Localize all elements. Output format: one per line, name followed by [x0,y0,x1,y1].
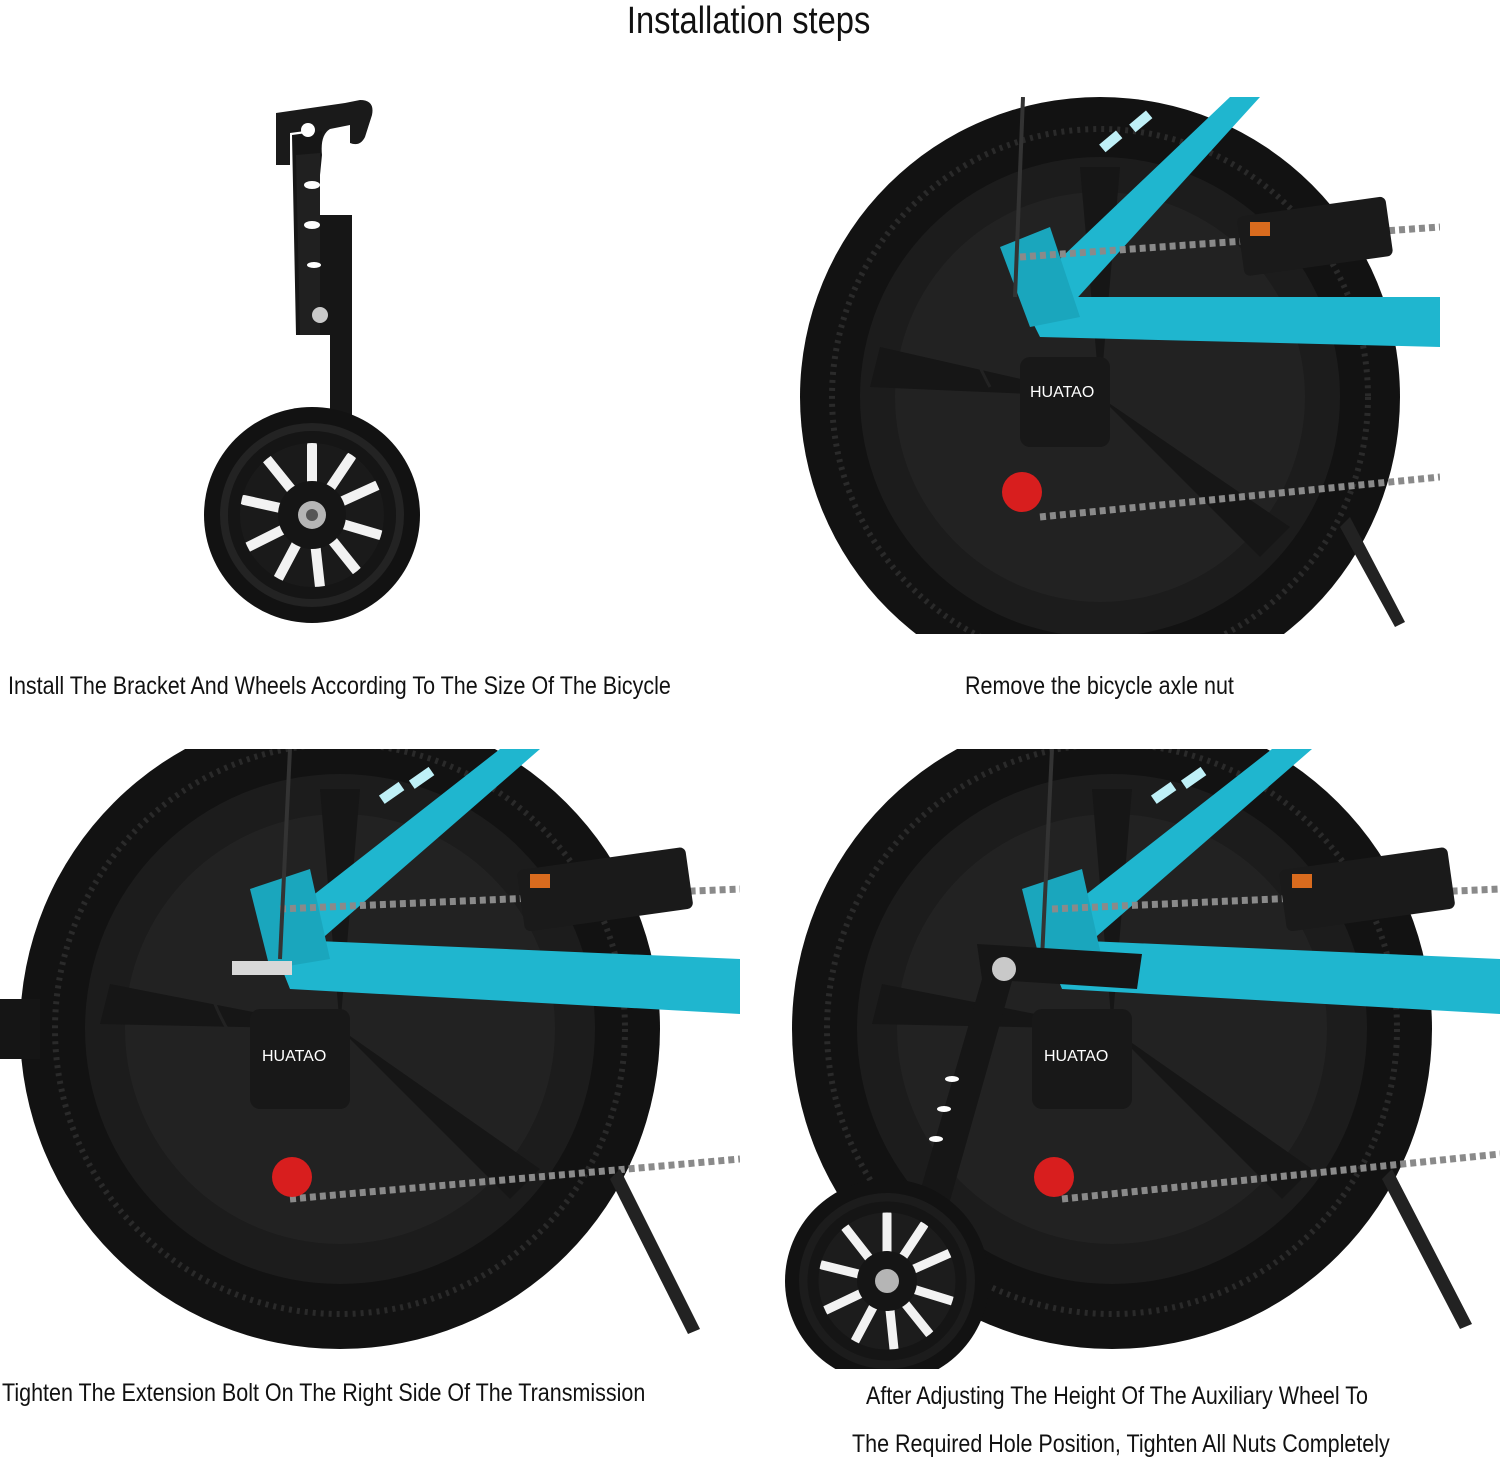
bicycle-rear-wheel-photo-3: HUATAO [0,749,740,1349]
step-1-caption: Install The Bracket And Wheels According… [8,672,671,700]
step-3-caption: Tighten The Extension Bolt On The Right … [2,1379,646,1407]
derailleur-brand-label: HUATAO [1044,1048,1108,1065]
page-title: Installation steps [626,0,871,42]
derailleur-brand-label: HUATAO [1030,384,1094,401]
bicycle-rear-wheel-photo-2: HUATAO [790,97,1440,634]
training-wheel-illustration [204,100,420,623]
step-4-image: HUATAO [782,749,1500,1369]
step-3-image: HUATAO [0,749,740,1349]
step-1-image [200,95,460,655]
derailleur-brand-label: HUATAO [262,1048,326,1065]
step-4-caption-line-2: The Required Hole Position, Tighten All … [852,1430,1390,1458]
step-2-caption: Remove the bicycle axle nut [965,672,1234,700]
step-4-caption-line-1: After Adjusting The Height Of The Auxili… [866,1382,1368,1410]
step-2-image: HUATAO [790,97,1440,634]
bicycle-with-training-wheel-photo: HUATAO [782,749,1500,1369]
